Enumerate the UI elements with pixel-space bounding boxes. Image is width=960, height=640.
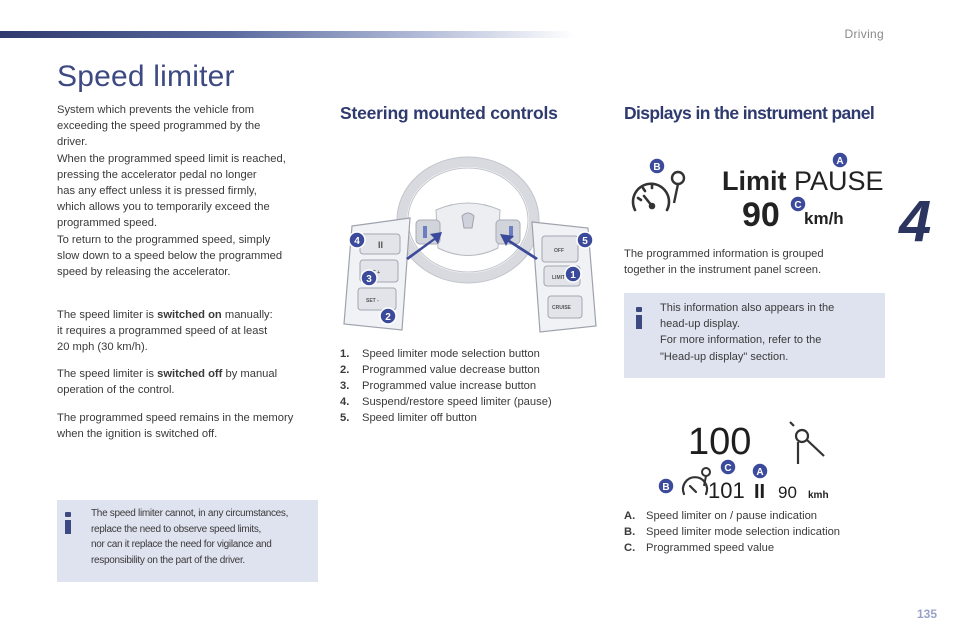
list-item: 1.Speed limiter mode selection button bbox=[340, 348, 540, 360]
current-speed-text: 100 bbox=[688, 421, 751, 463]
limiter-gauge-icon-2 bbox=[681, 476, 709, 496]
display-1-svg: B Limit PAUSE 90 km/h A C bbox=[631, 151, 884, 234]
switched-on-text: The speed limiter is switched on manuall… bbox=[57, 309, 273, 354]
memory-text: The programmed speed remains in the memo… bbox=[57, 412, 294, 441]
hud-info-box: This information also appears in the hea… bbox=[624, 293, 885, 378]
limit-text: Limit bbox=[722, 166, 787, 196]
svg-text:A: A bbox=[836, 156, 843, 167]
list-item: 3.Programmed value increase button bbox=[340, 380, 537, 392]
pause-text: PAUSE bbox=[794, 166, 884, 196]
set-minus-label: SET - bbox=[366, 298, 379, 304]
callout-2: 2 bbox=[379, 307, 397, 325]
warning-text: The speed limiter cannot, in any circums… bbox=[91, 508, 289, 566]
steering-wheel-svg: II SET + SET - OFF LIMIT CRUISE 4 3 2 5 … bbox=[343, 156, 597, 333]
programmed-speed-text: 90 bbox=[742, 196, 780, 234]
svg-text:C: C bbox=[794, 200, 801, 211]
svg-text:B: B bbox=[653, 162, 660, 173]
limit-label: LIMIT bbox=[552, 275, 565, 281]
svg-text:C: C bbox=[724, 463, 731, 474]
header-gradient-bar bbox=[0, 31, 575, 38]
pause-label: II bbox=[378, 240, 383, 250]
chapter-number: 4 bbox=[899, 189, 932, 254]
steering-wheel-illustration: II SET + SET - OFF LIMIT CRUISE 4 3 2 5 … bbox=[340, 148, 602, 336]
callout-c-top: C bbox=[789, 195, 807, 213]
page-number: 135 bbox=[916, 607, 937, 621]
kmh-unit-text: kmh bbox=[808, 490, 829, 501]
callout-a-top: A bbox=[831, 151, 849, 169]
svg-text:4: 4 bbox=[354, 236, 360, 247]
list-item: 4.Suspend/restore speed limiter (pause) bbox=[340, 396, 552, 408]
limiter-pin-icon-3 bbox=[701, 467, 711, 487]
svg-text:2: 2 bbox=[385, 312, 391, 323]
svg-text:1: 1 bbox=[570, 270, 576, 281]
controls-list: 1.Speed limiter mode selection button 2.… bbox=[340, 346, 602, 426]
set-speed-text: 90 bbox=[778, 483, 797, 502]
steering-controls-heading: Steering mounted controls bbox=[340, 103, 558, 123]
cruise-label: CRUISE bbox=[552, 305, 572, 311]
callout-b-bottom: B bbox=[657, 477, 675, 495]
svg-text:A: A bbox=[756, 467, 763, 478]
off-label: OFF bbox=[554, 248, 564, 254]
switched-off-text: The speed limiter is switched off by man… bbox=[57, 368, 278, 397]
list-item: C.Programmed speed value bbox=[624, 542, 775, 554]
list-item: 5.Speed limiter off button bbox=[340, 412, 477, 424]
instrument-display-1: B Limit PAUSE 90 km/h A C bbox=[622, 148, 884, 234]
callout-c-bottom: C bbox=[719, 458, 737, 476]
pause-symbol-text: II bbox=[754, 481, 765, 503]
limit-speed-text: 101 bbox=[708, 478, 745, 503]
list-item: A.Speed limiter on / pause indication bbox=[624, 510, 818, 522]
display-legend: A.Speed limiter on / pause indication B.… bbox=[624, 508, 886, 556]
svg-text:B: B bbox=[662, 482, 669, 493]
instrument-display-2: 100 101 II 90 kmh B C A bbox=[648, 412, 886, 504]
svg-text:3: 3 bbox=[366, 274, 372, 285]
callout-1: 1 bbox=[564, 265, 582, 283]
callout-5: 5 bbox=[576, 231, 594, 249]
instrument-panel-heading: Displays in the instrument panel bbox=[624, 103, 875, 123]
svg-text:5: 5 bbox=[582, 236, 588, 247]
limiter-pin-icon-2 bbox=[789, 421, 825, 464]
list-item: 2.Programmed value decrease button bbox=[340, 364, 540, 376]
display-2-svg: 100 101 II 90 kmh B C A bbox=[657, 421, 829, 503]
list-item: B.Speed limiter mode selection indicatio… bbox=[624, 526, 841, 538]
page-title: Speed limiter bbox=[57, 60, 235, 93]
hud-info-text: This information also appears in the hea… bbox=[660, 302, 835, 363]
warning-box: The speed limiter cannot, in any circums… bbox=[57, 500, 318, 582]
intro-text: System which prevents the vehicle from e… bbox=[57, 104, 286, 279]
grouped-info-text: The programmed information is grouped to… bbox=[624, 248, 824, 277]
limiter-gauge-icon bbox=[631, 182, 671, 212]
callout-b-top: B bbox=[648, 157, 666, 175]
callout-3: 3 bbox=[360, 269, 378, 287]
speed-unit-text: km/h bbox=[804, 209, 844, 228]
limiter-pin-icon bbox=[670, 170, 686, 204]
callout-4: 4 bbox=[348, 231, 366, 249]
callout-a-bottom: A bbox=[751, 462, 769, 480]
section-title: Driving bbox=[844, 27, 884, 41]
